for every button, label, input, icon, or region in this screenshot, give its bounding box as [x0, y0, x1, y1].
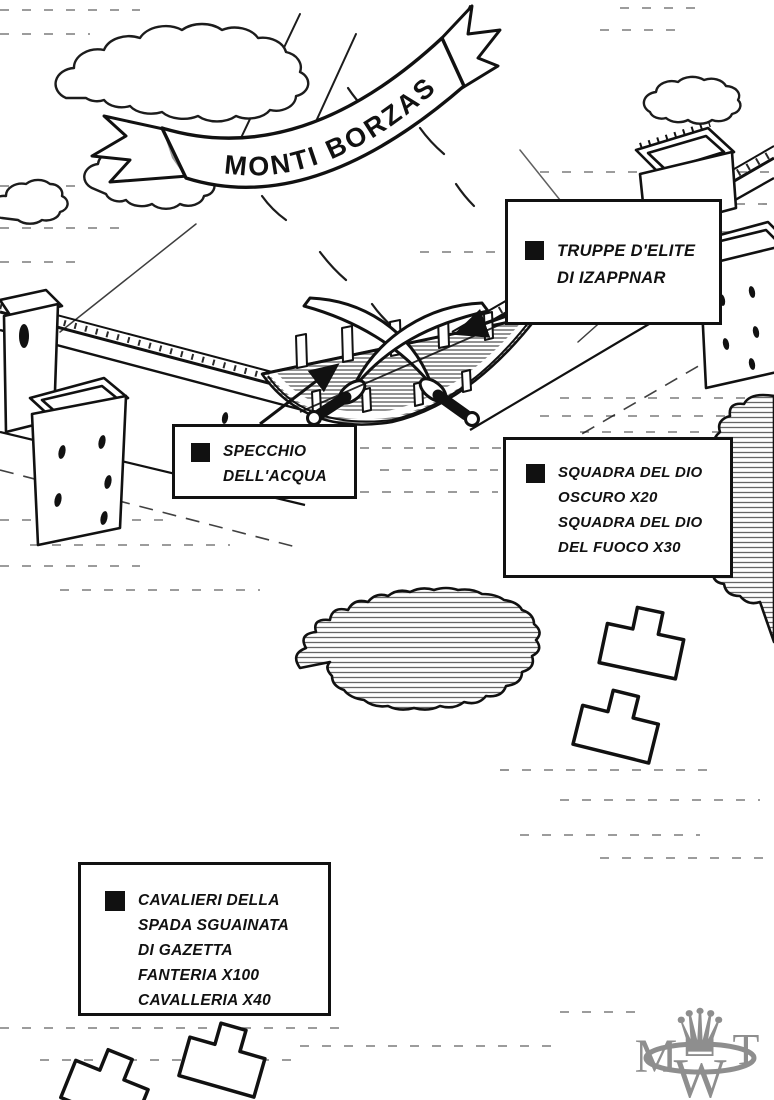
specchio-leader-arrow: [259, 363, 340, 426]
tower: [28, 376, 130, 547]
legend-square-icon: [191, 443, 210, 462]
cloud-shape: [0, 178, 69, 225]
label-text: TRUPPE D'ELITE DI IZAPPNAR: [557, 242, 696, 288]
label-text: SQUADRA DEL DIO OSCURO X20 SQUADRA DEL D…: [558, 464, 703, 556]
forest-blob: [294, 586, 541, 711]
wall-left: [0, 288, 311, 549]
label-box-specchio-dellacqua: SPECCHIO DELL'ACQUA: [172, 424, 357, 499]
watermark-logo: ♛ M T W: [635, 995, 760, 1100]
watermark-letter-t: T: [733, 1025, 760, 1074]
label-box-squadra-del-dio: SQUADRA DEL DIO OSCURO X20 SQUADRA DEL D…: [503, 437, 733, 578]
unit-marker: [177, 1021, 267, 1099]
unit-markers: [59, 605, 686, 1100]
watermark-letter-w: W: [674, 1048, 727, 1100]
label-box-truppe-delite: TRUPPE D'ELITE DI IZAPPNAR: [505, 199, 722, 325]
crown-icon: ♛: [670, 995, 729, 1072]
legend-square-icon: [526, 464, 545, 483]
watermark-letter-m: M: [635, 1030, 678, 1083]
cloud-shape: [642, 75, 742, 125]
legend-square-icon: [105, 891, 125, 911]
unit-marker: [571, 688, 661, 765]
label-box-cavalieri-gazetta: CAVALIERI DELLA SPADA SGUAINATA DI GAZET…: [78, 862, 331, 1016]
leader-arrows: [259, 308, 507, 426]
banner-band: [160, 36, 466, 189]
unit-marker: [597, 605, 686, 681]
label-text: SPECCHIO DELL'ACQUA: [223, 443, 327, 485]
unit-marker: [59, 1047, 150, 1100]
label-text: CAVALIERI DELLA SPADA SGUAINATA DI GAZET…: [138, 892, 290, 1010]
truppe-leader-arrow: [453, 308, 507, 338]
cloud-shape: [54, 22, 310, 123]
legend-square-icon: [525, 241, 544, 260]
crossed-swords-icon: [302, 296, 490, 427]
